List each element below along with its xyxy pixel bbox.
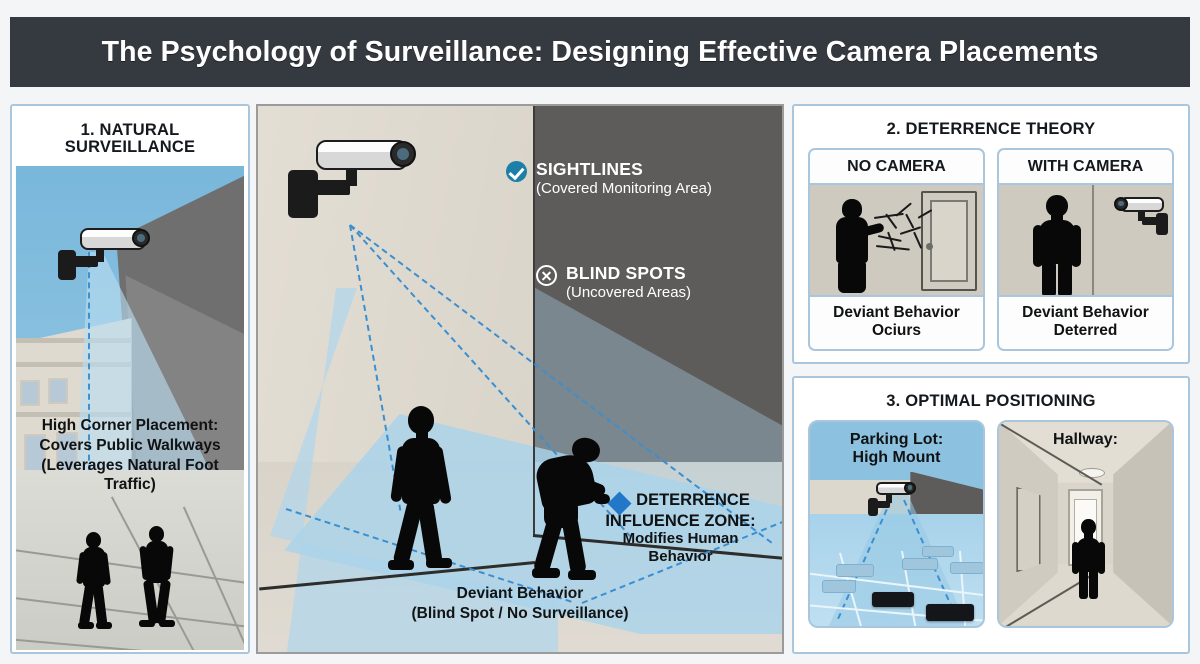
panel1-caption-line3: (Leverages Natural Foot Traffic) xyxy=(41,456,219,494)
camera-arm xyxy=(1142,216,1162,225)
panel-main-scene: SIGHTLINES (Covered Monitoring Area) BLI… xyxy=(256,104,784,654)
deterrence-line4: Behavior xyxy=(648,548,713,566)
legend-blind-spots: BLIND SPOTS (Uncovered Areas) xyxy=(536,264,691,302)
card-with-camera-caption: Deviant Behavior Deterred xyxy=(999,294,1172,349)
card-no-camera-caption-line1: Deviant Behavior xyxy=(833,303,960,321)
parked-cars-icon xyxy=(950,561,983,574)
deterrence-comparison: NO CAMERA xyxy=(798,147,1184,351)
positioning-examples: Parking Lot: High Mount xyxy=(798,419,1184,628)
facade-band xyxy=(16,362,132,367)
door-knob-icon xyxy=(926,242,933,250)
legend-sightlines-sublabel: (Covered Monitoring Area) xyxy=(536,180,712,198)
card-with-camera-caption-line1: Deviant Behavior xyxy=(1022,303,1149,321)
camera-neck xyxy=(346,164,357,186)
parked-cars-icon xyxy=(922,545,954,557)
window xyxy=(48,378,68,404)
security-camera-icon xyxy=(58,228,150,284)
deterrence-line1: DETERRENCE xyxy=(636,491,750,509)
panel-deterrence-theory: 2. DETERRENCE THEORY NO CAMERA xyxy=(792,104,1190,364)
card-hallway[interactable]: Hallway: xyxy=(997,419,1174,628)
card-parking-lot-title: Parking Lot: High Mount xyxy=(810,431,983,468)
center-caption: Deviant Behavior (Blind Spot / No Survei… xyxy=(258,584,782,624)
page-title: The Psychology of Surveillance: Designin… xyxy=(101,35,1099,68)
camera-arm xyxy=(310,180,350,195)
wall-corner-edge xyxy=(533,106,535,536)
check-badge-icon xyxy=(506,161,527,182)
card-parking-lot[interactable]: Parking Lot: High Mount xyxy=(808,419,985,628)
camera-lens-icon xyxy=(1114,196,1128,211)
deterrence-line2: INFLUENCE ZONE: xyxy=(605,512,756,530)
panel-natural-surveillance: 1. NATURAL SURVEILLANCE xyxy=(10,104,250,654)
camera-wall-plate xyxy=(58,250,76,280)
card-parking-lot-title-line2: High Mount xyxy=(852,448,941,466)
wall-corner-edge xyxy=(1092,184,1095,295)
facade-band xyxy=(16,412,132,417)
card-hallway-title-line1: Hallway: xyxy=(1053,430,1118,448)
card-no-camera[interactable]: NO CAMERA xyxy=(808,147,985,351)
security-camera-icon xyxy=(1114,196,1172,237)
panel3-heading: 3. OPTIMAL POSITIONING xyxy=(886,392,1096,410)
sidewalk-ground xyxy=(16,470,244,650)
card-with-camera-title: WITH CAMERA xyxy=(999,150,1172,185)
perspective-edge xyxy=(1171,421,1172,423)
vandal-silhouette-icon xyxy=(828,198,885,293)
crouching-person-silhouette-icon xyxy=(526,434,614,586)
camera-lens-icon xyxy=(132,229,150,247)
facade-band xyxy=(16,338,132,343)
legend-blind-spots-sublabel: (Uncovered Areas) xyxy=(566,284,692,302)
camera-lens-icon xyxy=(904,481,916,494)
sightline-dashed-ray xyxy=(87,252,90,572)
camera-neck xyxy=(96,246,104,262)
security-camera-icon xyxy=(868,481,916,516)
parked-cars-icon xyxy=(872,591,914,607)
door-icon xyxy=(921,190,977,291)
walking-person-silhouette-icon xyxy=(386,406,452,576)
card-no-camera-caption-line2: Ociurs xyxy=(871,322,922,340)
card-with-camera[interactable]: WITH CAMERA xyxy=(997,147,1174,351)
parked-cars-icon xyxy=(902,557,938,570)
card-no-camera-caption: Deviant Behavior Ociurs xyxy=(810,294,983,349)
walking-person-silhouette-icon xyxy=(1071,519,1105,600)
camera-arm xyxy=(72,256,98,267)
camera-arm xyxy=(874,500,890,508)
camera-lens-icon xyxy=(390,141,416,167)
panel1-caption-line1: High Corner Placement: xyxy=(41,417,219,434)
title-bar: The Psychology of Surveillance: Designin… xyxy=(10,17,1190,87)
card-parking-lot-title-line1: Parking Lot: xyxy=(849,430,944,448)
panel-optimal-positioning: 3. OPTIMAL POSITIONING xyxy=(792,376,1190,654)
parked-cars-icon xyxy=(836,563,874,577)
legend-sightlines: SIGHTLINES (Covered Monitoring Area) xyxy=(506,160,712,198)
standing-person-silhouette-icon xyxy=(1029,194,1083,295)
x-circle-icon xyxy=(536,265,557,286)
legend-sightlines-label: SIGHTLINES xyxy=(536,159,644,179)
door-icon xyxy=(1016,486,1041,573)
card-with-camera-illustration xyxy=(999,184,1172,295)
panel1-caption: High Corner Placement: Covers Public Wal… xyxy=(16,416,244,495)
deterrence-line3: Modifies Human xyxy=(622,530,739,548)
card-with-camera-caption-line2: Deterred xyxy=(1053,322,1118,340)
card-no-camera-illustration xyxy=(810,184,983,295)
panel1-heading: 1. NATURAL SURVEILLANCE xyxy=(64,121,196,156)
parked-cars-icon xyxy=(926,603,974,621)
security-camera-icon xyxy=(288,140,416,218)
camera-neck xyxy=(886,492,892,503)
panel1-illustration: High Corner Placement: Covers Public Wal… xyxy=(16,166,244,650)
window xyxy=(20,380,40,406)
pedestrian-silhouette-icon xyxy=(74,532,116,629)
camera-wall-plate xyxy=(868,497,878,516)
card-no-camera-title: NO CAMERA xyxy=(810,150,983,185)
legend-blind-spots-label: BLIND SPOTS xyxy=(566,263,686,283)
center-caption-line2: (Blind Spot / No Surveillance) xyxy=(411,605,629,623)
graffiti-icon xyxy=(873,201,936,255)
pedestrian-silhouette-icon xyxy=(136,526,178,627)
camera-neck xyxy=(1138,208,1145,221)
deterrence-influence-label: DETERRENCE INFLUENCE ZONE: Modifies Huma… xyxy=(588,491,773,566)
center-caption-line1: Deviant Behavior xyxy=(456,585,584,602)
parked-cars-icon xyxy=(822,579,856,593)
panel1-caption-line2: Covers Public Walkways xyxy=(39,436,221,454)
panel2-heading: 2. DETERRENCE THEORY xyxy=(886,120,1096,138)
card-hallway-title: Hallway: xyxy=(999,431,1172,449)
